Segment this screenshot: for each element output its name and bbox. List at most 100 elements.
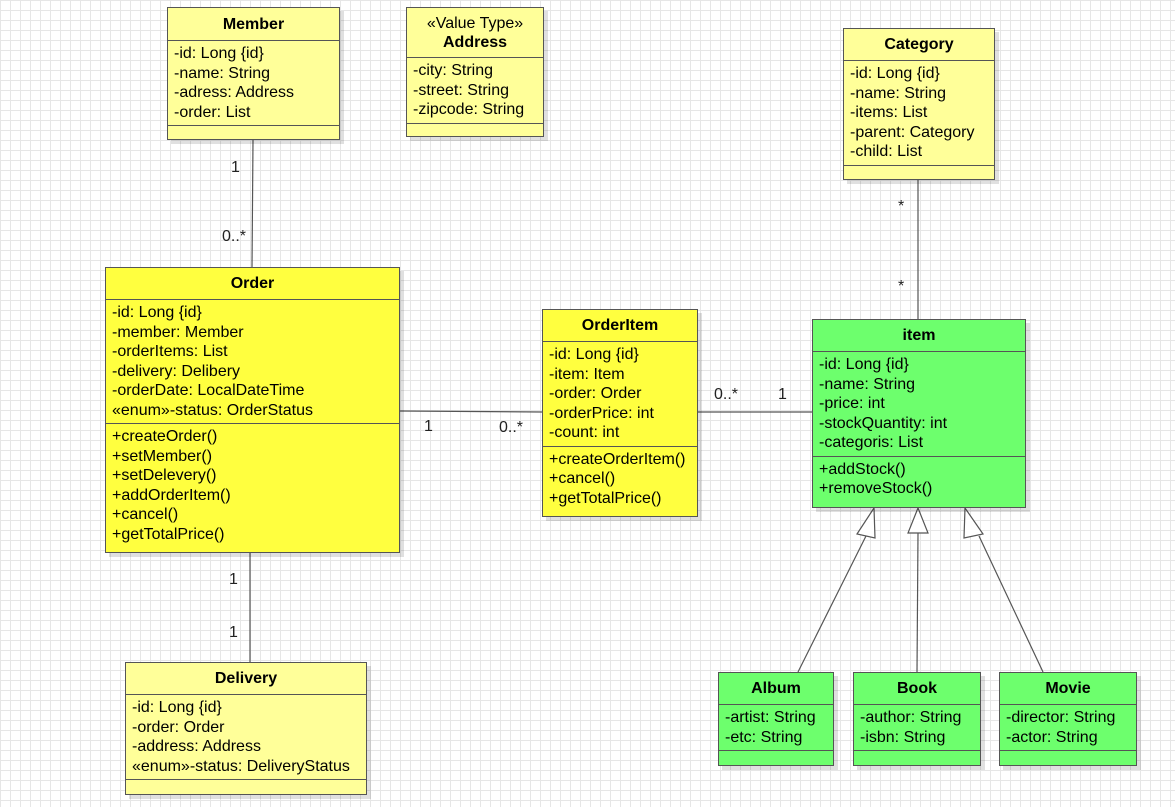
- attribute-row: -id: Long {id}: [112, 304, 202, 321]
- attributes-compartment: -id: Long {id}-name: String-adress: Addr…: [168, 41, 339, 126]
- operation-row: +addOrderItem(): [112, 486, 231, 504]
- operations-compartment: [168, 126, 339, 138]
- class-item[interactable]: item -id: Long {id} -name: String -price: …: [812, 319, 1026, 508]
- class-name: item: [813, 320, 1025, 352]
- attribute-row: -zipcode: String: [413, 101, 525, 118]
- attribute-row: -child: List: [850, 143, 923, 160]
- generalization-movie-item: [978, 535, 1044, 673]
- operation-row: +removeStock(): [819, 480, 933, 497]
- multiplicity-label: 1: [424, 418, 433, 435]
- attribute-row: -adress: Address: [174, 84, 295, 101]
- inheritance-arrow-book: [907, 506, 929, 534]
- operation-row: +setDelevery(): [112, 467, 217, 484]
- attribute-row: -stockQuantity: int: [819, 414, 948, 432]
- operation-row: +getTotalPrice(): [549, 489, 662, 507]
- operation-row: +cancel(): [112, 506, 179, 523]
- attribute-row: -order: Order: [132, 718, 225, 736]
- attribute-row: -artist: String: [725, 709, 816, 726]
- attribute-row: -categoris: List: [819, 434, 924, 451]
- operations-compartment: [844, 166, 994, 178]
- attribute-row: «enum»-status: DeliveryStatus: [132, 757, 350, 775]
- operations-compartment: +addStock() +removeStock(): [813, 457, 1025, 502]
- attribute-row: -order: Order: [549, 385, 642, 402]
- attribute-row: -parent: Category: [850, 123, 975, 141]
- attribute-row: -orderDate: LocalDateTime: [112, 382, 305, 399]
- class-name: Member: [168, 8, 339, 41]
- operations-compartment: [407, 124, 543, 136]
- multiplicity-label: *: [898, 198, 905, 215]
- attribute-row: -item: Item: [549, 365, 625, 383]
- class-book[interactable]: Book -author: String -isbn: String: [853, 672, 981, 766]
- attribute-row: -etc: String: [725, 728, 803, 746]
- class-name: Delivery: [126, 663, 366, 695]
- attribute-row: «enum»-status: OrderStatus: [112, 401, 313, 419]
- generalization-book-item: [916, 532, 919, 673]
- attribute-row: -name: String: [850, 84, 947, 102]
- class-address[interactable]: «Value Type» Address -city: String -stree…: [406, 7, 544, 137]
- class-delivery[interactable]: Delivery -id: Long {id} -order: Order -add…: [125, 662, 367, 795]
- operation-row: +cancel(): [549, 470, 616, 487]
- operation-row: +createOrder(): [112, 428, 218, 445]
- operations-compartment: [126, 780, 366, 792]
- attribute-row: -id: Long {id}: [132, 699, 222, 716]
- association-order-orderitem: [399, 410, 543, 413]
- attributes-compartment: -author: String -isbn: String: [854, 705, 980, 751]
- attributes-compartment: -director: String-actor: String: [1000, 705, 1136, 751]
- class-name: Order: [106, 268, 399, 300]
- attribute-row: -orderPrice: int: [549, 404, 654, 422]
- operations-compartment: +createOrder() +setMember() +setDelevery()…: [106, 424, 399, 547]
- attributes-compartment: -id: Long {id}-member: Member-orderItems…: [106, 300, 399, 424]
- operation-row: +setMember(): [112, 447, 213, 465]
- attribute-row: -delivery: Delibery: [112, 362, 241, 380]
- operation-row: +createOrderItem(): [549, 450, 686, 468]
- multiplicity-label: 1: [229, 624, 238, 641]
- attributes-compartment: -id: Long {id} -name: String -price: int -s…: [813, 352, 1025, 457]
- multiplicity-label: 1: [229, 571, 238, 588]
- operation-row: +getTotalPrice(): [112, 525, 225, 543]
- attribute-row: -orderItems: List: [112, 343, 228, 360]
- association-member-order: [251, 139, 254, 268]
- attribute-row: -name: String: [819, 375, 916, 393]
- operations-compartment: [1000, 751, 1136, 762]
- multiplicity-label: 0..*: [222, 228, 247, 245]
- multiplicity-label: 0..*: [499, 419, 524, 436]
- operations-compartment: [719, 751, 833, 762]
- attributes-compartment: -id: Long {id}-name: String-items: List-…: [844, 61, 994, 166]
- attribute-row: -author: String: [860, 709, 962, 726]
- class-name: «Value Type» Address: [407, 8, 543, 58]
- attribute-row: -price: int: [819, 395, 885, 412]
- class-name: Book: [854, 673, 980, 705]
- inheritance-arrow-album: [856, 506, 876, 539]
- class-member[interactable]: Member -id: Long {id}-name: String-adres…: [167, 7, 340, 140]
- class-movie[interactable]: Movie -director: String-actor: String: [999, 672, 1137, 766]
- inheritance-arrow-movie: [963, 506, 985, 539]
- class-name: OrderItem: [543, 310, 697, 342]
- class-album[interactable]: Album -artist: String -etc: String: [718, 672, 834, 766]
- attributes-compartment: -id: Long {id} -order: Order -address: Add…: [126, 695, 366, 780]
- operation-row: +addStock(): [819, 460, 906, 478]
- attribute-row: -id: Long {id}: [549, 346, 639, 363]
- attribute-row: -address: Address: [132, 738, 261, 755]
- attribute-row: -city: String: [413, 62, 494, 79]
- operations-compartment: [854, 751, 980, 762]
- attribute-row: -actor: String: [1006, 728, 1098, 746]
- multiplicity-label: *: [898, 278, 905, 295]
- class-name: Album: [719, 673, 833, 705]
- attribute-row: -order: List: [174, 103, 251, 121]
- class-order[interactable]: Order -id: Long {id}-member: Member-orde…: [105, 267, 400, 553]
- class-name: Category: [844, 29, 994, 61]
- operations-compartment: +createOrderItem() +cancel() +getTotalPric…: [543, 447, 697, 512]
- multiplicity-label: 0..*: [714, 386, 739, 403]
- attribute-row: -isbn: String: [860, 728, 946, 746]
- attribute-row: -id: Long {id}: [819, 356, 909, 373]
- generalization-album-item: [797, 535, 867, 673]
- attribute-row: -street: String: [413, 81, 510, 99]
- attributes-compartment: -artist: String -etc: String: [719, 705, 833, 751]
- class-orderitem[interactable]: OrderItem -id: Long {id} -item: Item -orde…: [542, 309, 698, 517]
- attribute-row: -id: Long {id}: [850, 65, 940, 82]
- multiplicity-label: 1: [778, 386, 787, 403]
- attribute-row: -id: Long {id}: [174, 45, 264, 62]
- class-stereotype: «Value Type»: [426, 14, 524, 32]
- class-category[interactable]: Category -id: Long {id}-name: String-ite…: [843, 28, 995, 180]
